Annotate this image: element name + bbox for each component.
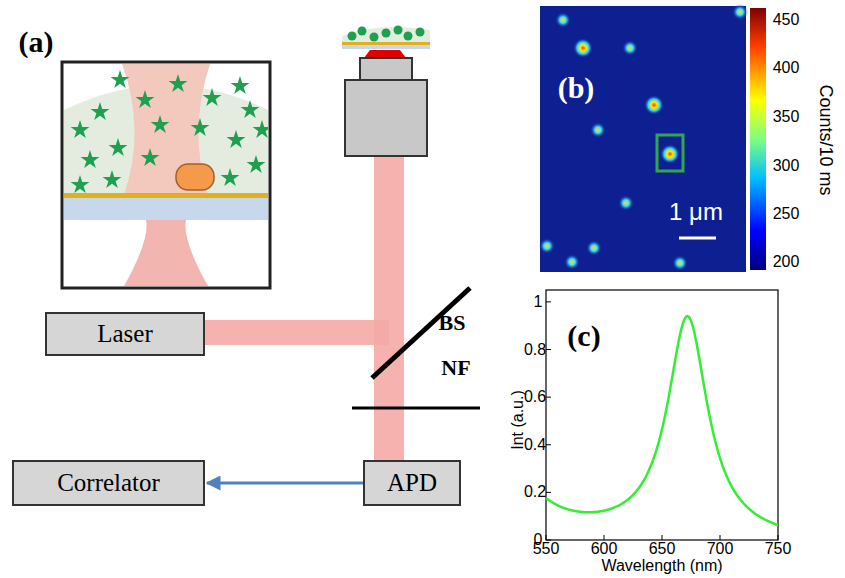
inset bbox=[62, 62, 271, 288]
dye-bead bbox=[348, 32, 357, 41]
dye-star bbox=[136, 90, 155, 108]
dye-star bbox=[91, 102, 110, 120]
tick-label: 600 bbox=[591, 541, 618, 557]
tick-label: 200 bbox=[773, 254, 800, 270]
panel-label: (b) bbox=[558, 73, 595, 103]
dye-star bbox=[111, 70, 130, 88]
tick bbox=[546, 444, 551, 445]
beam-splitter bbox=[372, 288, 470, 378]
tick-label: 750 bbox=[765, 541, 792, 557]
dye-bead bbox=[370, 33, 379, 42]
axis-title: Counts/10 ms bbox=[817, 84, 835, 195]
tick-label: 0.6 bbox=[524, 389, 546, 405]
panel-label: (a) bbox=[19, 27, 54, 57]
instrument-box: APD bbox=[363, 460, 461, 506]
beam bbox=[374, 157, 404, 462]
fluorescence-spot bbox=[618, 195, 634, 211]
fluorescence-spot bbox=[732, 4, 748, 20]
scan-image bbox=[540, 6, 746, 272]
fluorescence-spot bbox=[564, 254, 580, 270]
dye-star bbox=[227, 130, 246, 148]
dye-bead bbox=[382, 29, 391, 38]
dye-star bbox=[81, 150, 100, 168]
fluorescence-spot bbox=[622, 40, 638, 56]
tick-label: 1 bbox=[534, 294, 543, 310]
tick bbox=[546, 301, 551, 302]
dye-bead bbox=[416, 28, 425, 37]
tick bbox=[546, 397, 551, 398]
beam bbox=[205, 320, 389, 345]
tick-label: 0.2 bbox=[524, 484, 546, 500]
tick bbox=[778, 535, 779, 540]
tick-label: 0.4 bbox=[524, 437, 546, 453]
dye-star bbox=[191, 118, 210, 136]
dye-star bbox=[71, 175, 90, 193]
notch-filter bbox=[352, 407, 480, 410]
fluorescence-spot bbox=[539, 238, 555, 254]
dye-star bbox=[103, 170, 122, 188]
dye-star bbox=[231, 76, 250, 94]
tick-label: 650 bbox=[649, 541, 676, 557]
panel-label: NF bbox=[441, 357, 470, 379]
tick-label: 0.8 bbox=[524, 342, 546, 358]
tick bbox=[604, 535, 605, 540]
dye-star bbox=[203, 88, 222, 106]
tick-label: 450 bbox=[773, 12, 800, 28]
tick-label: 700 bbox=[707, 541, 734, 557]
fluorescence-spot bbox=[590, 122, 606, 138]
colorbar bbox=[750, 8, 766, 270]
dye-star bbox=[253, 120, 268, 138]
dye-star bbox=[241, 100, 260, 118]
tick-label: 1 μm bbox=[669, 200, 723, 224]
fluorescence-spot bbox=[672, 255, 688, 271]
tick-label: 550 bbox=[533, 541, 560, 557]
dye-star bbox=[109, 138, 128, 156]
selection-box bbox=[657, 135, 683, 171]
tick-label: 350 bbox=[773, 109, 800, 125]
tick bbox=[546, 349, 551, 350]
dye-star bbox=[247, 155, 266, 173]
objective bbox=[342, 26, 430, 157]
dye-star bbox=[221, 168, 240, 186]
dye-star bbox=[141, 148, 160, 166]
panel-label: (c) bbox=[567, 321, 600, 351]
fluorescence-spot bbox=[555, 12, 571, 28]
box-label: Laser bbox=[97, 320, 153, 348]
fluorescence-spot bbox=[586, 240, 602, 256]
tick-label: 250 bbox=[773, 206, 800, 222]
box-label: APD bbox=[387, 469, 437, 497]
scale-bar bbox=[679, 237, 716, 240]
fluorescence-spot bbox=[644, 95, 664, 115]
tick bbox=[546, 492, 551, 493]
dye-star bbox=[151, 115, 170, 133]
dye-bead bbox=[358, 27, 367, 36]
instrument-box: Correlator bbox=[12, 460, 205, 506]
tick-label: 400 bbox=[773, 60, 800, 76]
tick-label: 300 bbox=[773, 158, 800, 174]
dye-bead bbox=[404, 32, 413, 41]
dye-star bbox=[169, 74, 188, 92]
box-label: Correlator bbox=[57, 469, 160, 497]
axis-title: Int (a.u.) bbox=[510, 390, 526, 450]
panel-label: BS bbox=[439, 312, 466, 334]
spectrum-curve bbox=[546, 316, 778, 525]
axis-title: Wavelength (nm) bbox=[601, 558, 722, 574]
tick bbox=[662, 535, 663, 540]
dye-star bbox=[71, 120, 90, 138]
tick bbox=[720, 535, 721, 540]
dye-bead bbox=[394, 26, 403, 35]
plot-axes bbox=[546, 290, 778, 540]
tick bbox=[546, 535, 547, 540]
fluorescence-spot bbox=[573, 38, 593, 58]
signal-arrow bbox=[207, 482, 363, 485]
fluorescence-spot bbox=[660, 144, 680, 164]
instrument-box: Laser bbox=[45, 312, 205, 356]
